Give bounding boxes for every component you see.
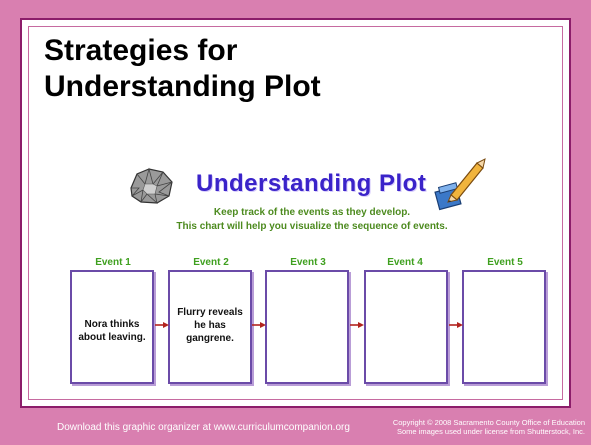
page-title: Strategies for Understanding Plot [44,33,464,105]
event-1-label: Event 1 [95,257,131,268]
event-2-box: Flurry reveals he has gangrene. [168,270,252,384]
arrow-1-2-icon [155,322,169,328]
title-line-1: Strategies for [44,34,238,67]
instruction-line-2: This chart will help you visualize the s… [176,221,448,232]
event-2-label: Event 2 [193,257,229,268]
arrow-2-3-icon [252,322,266,328]
event-3-box [265,270,349,384]
copyright-notice: Copyright © 2008 Sacramento County Offic… [350,418,585,436]
copyright-line-2: Some images used under license from Shut… [396,427,585,436]
organizer-heading: Understanding Plot [196,170,427,197]
event-3-label: Event 3 [290,257,326,268]
event-1-text: Nora thinks about leaving. [78,319,146,343]
event-5-label: Event 5 [487,257,523,268]
instruction-line-1: Keep track of the events as they develop… [213,207,411,218]
title-line-2: Understanding Plot [44,70,321,103]
rock-icon [130,167,173,205]
slide-inner-border [28,26,563,400]
event-5-box [462,270,546,384]
copyright-line-1: Copyright © 2008 Sacramento County Offic… [392,418,585,427]
arrow-4-5-icon [449,322,463,328]
pencil-icon [434,158,486,211]
event-4-label: Event 4 [387,257,423,268]
event-1-box: Nora thinks about leaving. [70,270,154,384]
arrow-3-4-icon [350,322,364,328]
download-link-text[interactable]: Download this graphic organizer at www.c… [57,422,350,433]
event-4-box [364,270,448,384]
event-2-text: Flurry reveals he has gangrene. [177,307,243,344]
